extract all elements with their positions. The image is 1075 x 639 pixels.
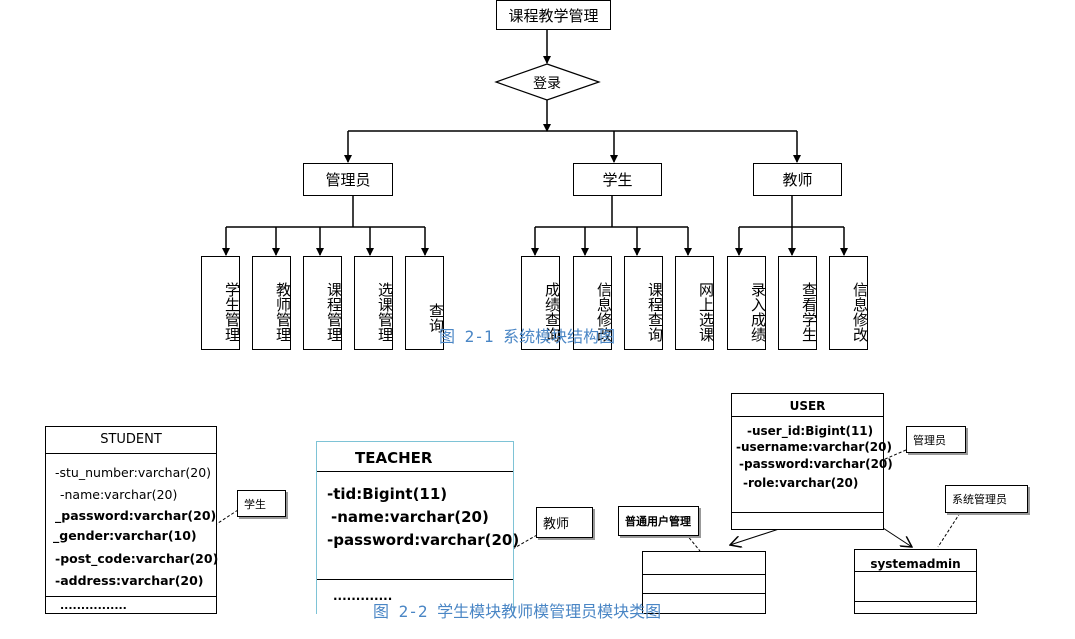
callout-user: 管理员: [906, 426, 966, 453]
leaf-node: 录入成绩: [727, 256, 767, 350]
attribute: -post_code:varchar(20): [55, 551, 219, 566]
class-title: USER: [789, 399, 826, 413]
leaf-node: 查询: [405, 256, 445, 350]
attribute: -username:varchar(20): [736, 440, 892, 454]
attribute: -name:varchar(20): [60, 487, 178, 502]
callout-systemadmin: 系统管理员: [945, 485, 1028, 513]
leaf-node: 学生管理: [201, 256, 241, 350]
role-node-teacher: 教师: [753, 163, 842, 196]
attribute: -user_id:Bigint(11): [747, 424, 874, 438]
attribute: -password:varchar(20): [739, 457, 893, 471]
class-title: STUDENT: [100, 432, 162, 447]
attribute: _gender:varchar(10): [53, 528, 197, 543]
attribute: -password:varchar(20): [327, 531, 520, 549]
methods-placeholder: ................: [60, 599, 127, 612]
class-title: TEACHER: [355, 449, 433, 467]
attribute: -tid:Bigint(11): [327, 485, 448, 503]
class-systemadmin: systemadmin: [854, 549, 977, 614]
callout-student: 学生: [237, 490, 286, 517]
figure-caption-2: 图 2-2 学生模块教师模管理员模块类图: [373, 602, 662, 621]
leaf-node: 查看学生: [778, 256, 818, 350]
class-user: USER -user_id:Bigint(11) -username:varch…: [731, 393, 893, 530]
class-teacher: TEACHER -tid:Bigint(11) -name:varchar(20…: [316, 441, 519, 614]
figure-caption-1: 图 2-1 系统模块结构图: [439, 327, 616, 346]
role-node-student: 学生: [573, 163, 662, 196]
login-node-label: 登录: [533, 76, 561, 92]
root-node: 课程教学管理: [496, 0, 611, 30]
attribute: -address:varchar(20): [55, 573, 204, 588]
leaf-node: 网上选课: [675, 256, 715, 350]
callout-teacher: 教师: [536, 507, 593, 538]
class-student: STUDENT -stu_number:varchar(20) -name:va…: [45, 426, 219, 614]
leaf-node: 信息修改: [573, 256, 613, 350]
leaf-node: 成绩查询: [521, 256, 561, 350]
attribute: -role:varchar(20): [743, 476, 859, 490]
leaf-node: 课程查询: [624, 256, 664, 350]
methods-placeholder: .............: [333, 589, 393, 603]
class-normal-user: [642, 551, 766, 614]
attribute: -name:varchar(20): [331, 508, 489, 526]
leaf-node: 教师管理: [252, 256, 292, 350]
leaf-node: 选课管理: [354, 256, 394, 350]
attribute: _password:varchar(20): [55, 508, 217, 523]
callout-normal-user: 普通用户管理: [618, 506, 699, 536]
role-node-admin: 管理员: [303, 163, 393, 196]
class-title: systemadmin: [870, 557, 961, 571]
leaf-node: 信息修改: [829, 256, 869, 350]
attribute: -stu_number:varchar(20): [55, 465, 212, 480]
leaf-node: 课程管理: [303, 256, 343, 350]
